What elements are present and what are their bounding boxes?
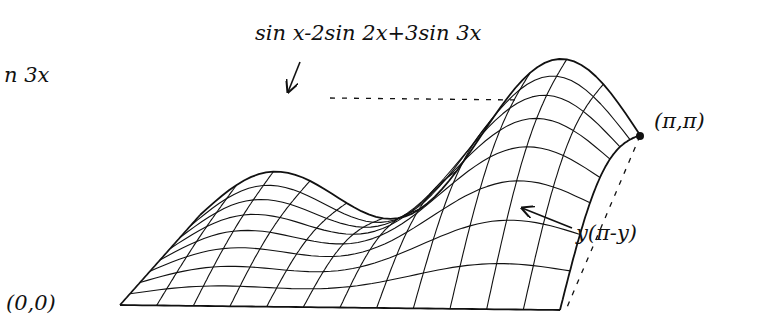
math-label: sin x-2sin 2x+3sin 3x bbox=[255, 22, 481, 45]
math-label: (π,π) bbox=[654, 110, 705, 133]
mesh-line bbox=[170, 118, 610, 248]
math-label: n 3x bbox=[4, 64, 49, 87]
mesh-line bbox=[340, 209, 420, 308]
mesh-line bbox=[413, 118, 493, 309]
dashed-guide bbox=[330, 98, 520, 100]
mesh-line bbox=[180, 95, 620, 237]
pointer-arrow bbox=[522, 208, 572, 228]
mesh-line bbox=[200, 59, 640, 219]
mesh-line bbox=[190, 76, 630, 226]
corner-dot bbox=[636, 132, 644, 140]
mesh-line bbox=[560, 135, 640, 310]
dashed-guide bbox=[565, 136, 640, 312]
mesh-line bbox=[120, 305, 560, 310]
pointer-arrow bbox=[288, 62, 300, 92]
mesh-line bbox=[160, 147, 600, 260]
math-label: (0,0) bbox=[6, 292, 56, 315]
mesh-line bbox=[377, 171, 457, 308]
mesh-line bbox=[150, 181, 590, 271]
mesh-line bbox=[450, 73, 530, 309]
math-label: y(π-y) bbox=[576, 222, 637, 245]
surface-mesh bbox=[120, 59, 640, 310]
mesh-line bbox=[130, 264, 570, 294]
